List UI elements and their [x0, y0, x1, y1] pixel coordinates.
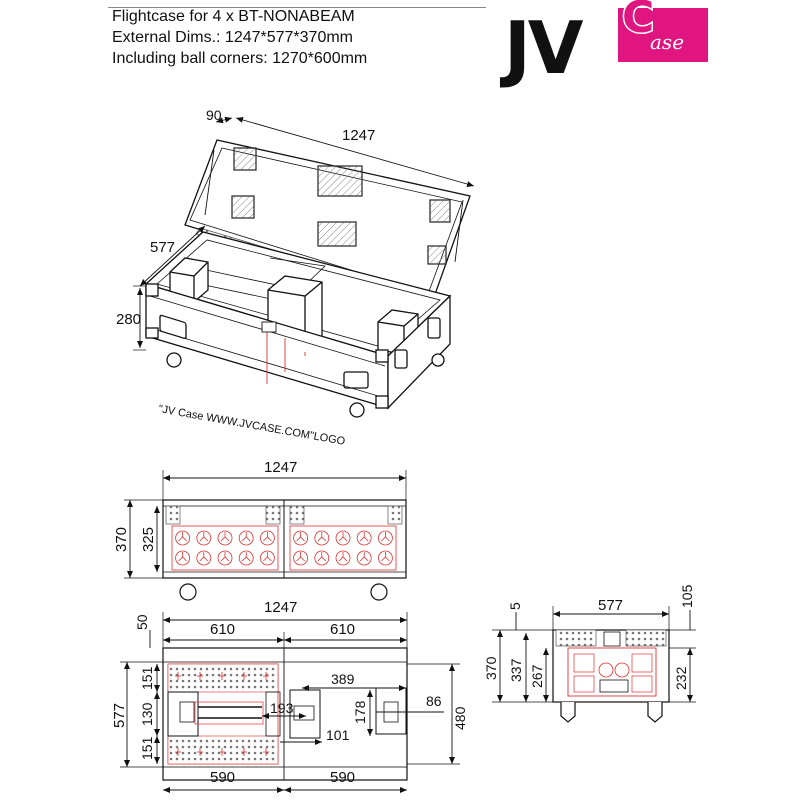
front-view [124, 470, 407, 601]
fixture-marker [219, 748, 225, 756]
side-dim-width: 577 [598, 597, 623, 614]
fixture-marker [241, 672, 247, 680]
top-dim-389: 389 [331, 671, 355, 687]
top-dim-lid: 50 [134, 614, 150, 630]
side-view [492, 606, 696, 723]
fixture-circle [259, 550, 275, 566]
fixture-circle [175, 530, 191, 546]
top-dim-101: 101 [326, 727, 350, 743]
fixture-mark [338, 532, 348, 542]
fixture-circle [293, 530, 309, 546]
spec-header: Flightcase for 4 x BT-NONABEAM External … [112, 6, 367, 69]
fixture-mark [338, 552, 348, 562]
fixture-marker [175, 672, 181, 680]
front-dim-inner-height: 325 [140, 527, 157, 552]
fixture-circle [356, 530, 372, 546]
logo-ase-text: ase [650, 30, 685, 54]
side-dim-267: 267 [529, 664, 545, 688]
fixture-mark [317, 552, 327, 562]
top-dim-row1: 151 [139, 666, 155, 690]
top-view [120, 612, 460, 793]
logo-c-letter: C [620, 0, 655, 43]
fixture-circle [377, 530, 393, 546]
fixture-circle [314, 550, 330, 566]
fixture-mark [359, 552, 369, 562]
fixture-mark [317, 532, 327, 542]
top-dim-left-bottom: 590 [210, 769, 235, 786]
fixture-mark [296, 532, 305, 542]
side-dim-top: 5 [507, 602, 523, 610]
iso-dim-height: 280 [116, 311, 141, 328]
top-dim-86: 86 [426, 693, 442, 709]
fixture-circle [356, 550, 372, 566]
fixture-mark [220, 532, 230, 542]
top-dim-row3: 151 [139, 736, 155, 760]
jv-case-logo: JV C ase [500, 0, 715, 92]
fixture-circle [335, 530, 351, 546]
fixture-circle [196, 530, 212, 546]
top-dim-right-top: 610 [330, 621, 355, 638]
fixture-circle [335, 550, 351, 566]
fixture-mark [263, 532, 272, 542]
fixture-circle [217, 530, 233, 546]
fixture-mark [220, 552, 230, 562]
top-dim-193: 193 [270, 700, 294, 716]
fixture-marker [175, 748, 181, 756]
spec-title: Flightcase for 4 x BT-NONABEAM [112, 8, 355, 25]
fixture-marker [219, 672, 225, 680]
fixture-circle [217, 550, 233, 566]
front-dim-width: 1247 [264, 459, 297, 476]
fixture-mark [241, 552, 251, 562]
fixture-mark [296, 552, 305, 562]
top-dim-right-bottom: 590 [330, 769, 355, 786]
side-dim-337: 337 [508, 658, 524, 682]
fixture-marker [197, 672, 203, 680]
fixture-mark [381, 532, 390, 542]
fixture-marker [241, 748, 247, 756]
fixture-circle [314, 530, 330, 546]
top-dim-width: 1247 [264, 599, 297, 616]
side-dim-height: 370 [483, 656, 499, 680]
spec-external-dims: External Dims.: 1247*577*370mm [112, 29, 354, 46]
side-dim-232: 232 [673, 666, 689, 690]
fixture-circle [238, 550, 254, 566]
header-rule [108, 7, 486, 8]
fixture-circle [293, 550, 309, 566]
iso-dim-depth: 577 [150, 239, 175, 256]
fixture-mark [241, 532, 251, 542]
fixture-mark [199, 552, 209, 562]
iso-logo-note: "JV Case WWW.JVCASE.COM"LOGO [157, 403, 346, 448]
top-view-markers [175, 672, 269, 756]
fixture-mark [359, 532, 369, 542]
fixture-mark [178, 552, 187, 562]
fixture-marker [263, 672, 269, 680]
fixture-circle [175, 550, 191, 566]
fixture-mark [381, 552, 390, 562]
fixture-mark [178, 532, 187, 542]
top-dim-row2: 130 [139, 702, 155, 726]
top-dim-178: 178 [352, 700, 368, 724]
fixture-marker [263, 748, 269, 756]
isometric-view [133, 116, 475, 418]
iso-dim-width: 1247 [342, 127, 375, 144]
fixture-circle [196, 550, 212, 566]
fixture-mark [263, 552, 272, 562]
front-view-circles [175, 530, 393, 566]
fixture-circle [377, 550, 393, 566]
top-dim-depth: 577 [111, 703, 128, 728]
side-dim-right-top: 105 [679, 584, 695, 608]
fixture-mark [199, 532, 209, 542]
top-dim-left-top: 610 [210, 621, 235, 638]
logo-jv-text: JV [504, 6, 583, 90]
spec-ball-corners: Including ball corners: 1270*600mm [112, 50, 368, 67]
logo-pink-box [618, 8, 708, 62]
front-dim-height: 370 [113, 527, 130, 552]
fixture-marker [197, 748, 203, 756]
top-dim-480: 480 [452, 706, 468, 730]
fixture-circle [259, 530, 275, 546]
iso-dim-lid: 90 [206, 107, 222, 123]
fixture-circle [238, 530, 254, 546]
